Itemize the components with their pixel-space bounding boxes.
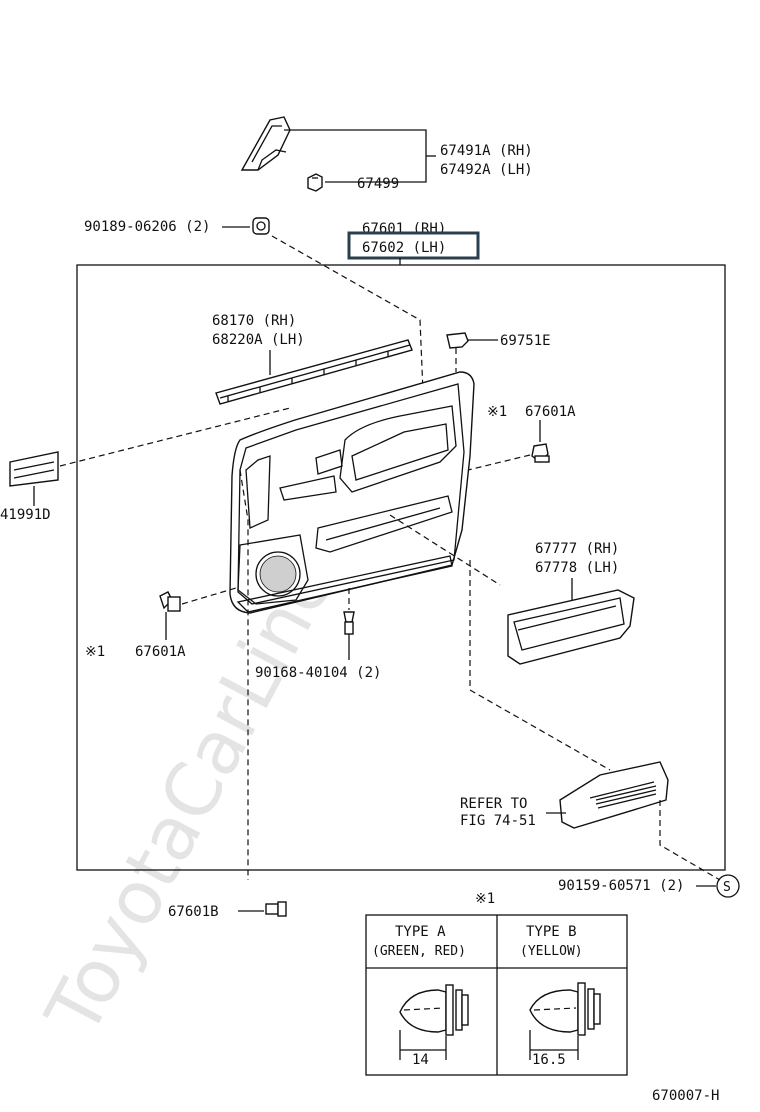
label-refer-to: REFER TO — [460, 796, 527, 812]
legend-title: ※1 — [475, 891, 495, 907]
assembly-frame — [76, 264, 726, 871]
circle-s-symbol — [716, 874, 740, 898]
label-69751e: 69751E — [500, 333, 551, 349]
label-67777: 67777 (RH) — [535, 541, 619, 557]
label-67491a: 67491A (RH) — [440, 143, 533, 159]
label-90189: 90189-06206 (2) — [84, 219, 210, 235]
label-90168: 90168-40104 (2) — [255, 665, 381, 681]
label-68170: 68170 (RH) — [212, 313, 296, 329]
legend-type-a: TYPE A — [395, 924, 446, 940]
legend-type-a-colors: (GREEN, RED) — [372, 944, 466, 959]
clip-type-b-drawing — [529, 982, 601, 1060]
label-fig-74-51: FIG 74-51 — [460, 813, 536, 829]
door-trim-board — [229, 371, 475, 614]
legend-dim-b: 16.5 — [532, 1052, 566, 1068]
legend-type-b-colors: (YELLOW) — [520, 944, 583, 959]
label-67499: 67499 — [357, 176, 399, 192]
clip-type-legend-table — [365, 914, 628, 1076]
label-67492a: 67492A (LH) — [440, 162, 533, 178]
clip-90189-part — [252, 217, 270, 235]
highlight-67602-box — [347, 231, 480, 260]
label-mark-1-left: ※1 — [85, 644, 105, 660]
mirror-cover-part — [240, 116, 291, 171]
diagram-id-label: 670007-H — [652, 1088, 719, 1104]
label-67778: 67778 (LH) — [535, 560, 619, 576]
label-68220a: 68220A (LH) — [212, 332, 305, 348]
legend-type-b: TYPE B — [526, 924, 577, 940]
label-41991d: 41991D — [0, 507, 51, 523]
weatherstrip-part — [215, 339, 413, 405]
clip-69751e-part — [446, 332, 469, 349]
label-90159: 90159-60571 (2) — [558, 878, 684, 894]
leader-67491 — [284, 129, 427, 183]
label-67601b: 67601B — [168, 904, 219, 920]
armrest-part — [559, 761, 669, 829]
label-mark-1-right: ※1 — [487, 404, 507, 420]
clip-67601a-left-part — [159, 591, 181, 612]
clip-67499-part — [307, 173, 323, 192]
plate-41991d-part — [9, 451, 59, 487]
label-67601a-right: 67601A — [525, 404, 576, 420]
door-pocket-part — [507, 589, 635, 665]
clip-67601b-part — [265, 901, 287, 917]
screw-90168-part — [343, 611, 355, 635]
clip-67601a-right-part — [531, 443, 550, 463]
clip-type-a-drawing — [399, 984, 469, 1060]
label-circle-s: S — [723, 880, 731, 895]
label-67602-lh: 67602 (LH) — [362, 240, 446, 256]
legend-dim-a: 14 — [412, 1052, 429, 1068]
label-67601a-left: 67601A — [135, 644, 186, 660]
